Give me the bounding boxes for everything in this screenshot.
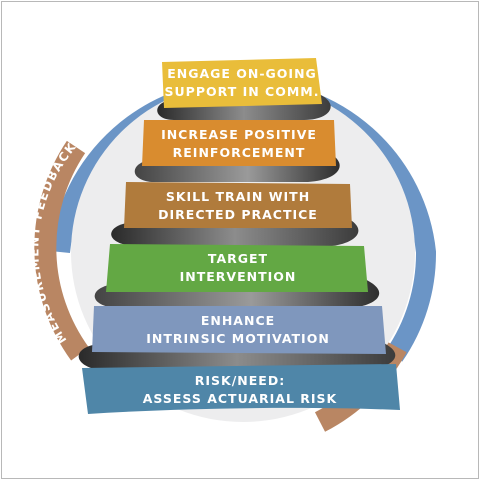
- step-line1: ENHANCE: [201, 313, 275, 328]
- step-band: ENGAGE ON-GOING SUPPORT IN COMM.: [162, 58, 322, 108]
- step-band: ENHANCE INTRINSIC MOTIVATION: [92, 306, 386, 354]
- step-line2: ASSESS ACTUARIAL RISK: [143, 391, 338, 406]
- step-line1: TARGET: [208, 251, 268, 266]
- step-line2: SUPPORT IN COMM.: [165, 84, 320, 99]
- step-line2: INTRINSIC MOTIVATION: [146, 331, 330, 346]
- ring-brown-left-arc: [34, 140, 89, 361]
- step-band: INCREASE POSITIVE REINFORCEMENT: [142, 120, 336, 166]
- step-bands: ENGAGE ON-GOING SUPPORT IN COMM. INCREAS…: [82, 58, 400, 414]
- step-line1: INCREASE POSITIVE: [161, 127, 317, 142]
- step-line1: SKILL TRAIN WITH: [166, 189, 310, 204]
- step-band: TARGET INTERVENTION: [106, 244, 368, 292]
- step-line2: REINFORCEMENT: [173, 145, 306, 160]
- step-band: RISK/NEED: ASSESS ACTUARIAL RISK: [82, 364, 400, 414]
- step-band: SKILL TRAIN WITH DIRECTED PRACTICE: [124, 182, 352, 228]
- step-line2: DIRECTED PRACTICE: [158, 207, 318, 222]
- step-line1: RISK/NEED:: [195, 373, 285, 388]
- step-line1: ENGAGE ON-GOING: [167, 66, 317, 81]
- step-line2: INTERVENTION: [180, 269, 297, 284]
